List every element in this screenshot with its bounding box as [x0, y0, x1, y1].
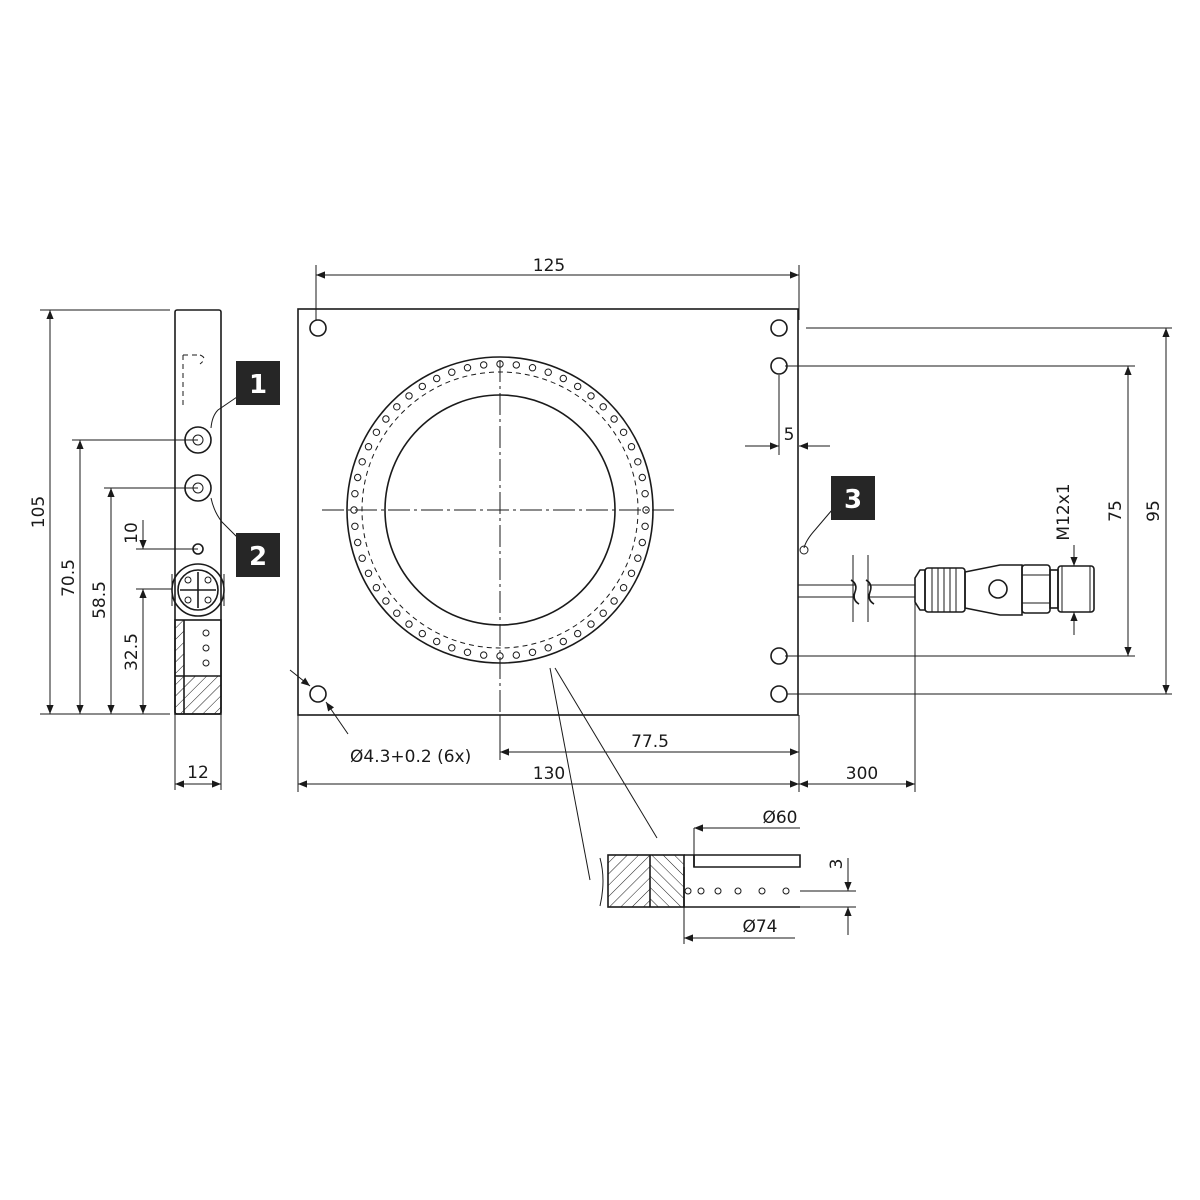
mount-hole-br — [770, 685, 788, 703]
led-dot — [587, 392, 595, 400]
led-dot — [382, 597, 390, 605]
led-dot — [638, 538, 646, 547]
front-view — [289, 308, 1095, 881]
led-dot — [528, 648, 537, 656]
led-dot — [599, 609, 607, 617]
mount-hole-r2 — [770, 357, 788, 375]
led-dot — [364, 443, 373, 451]
led-dot — [372, 428, 381, 436]
led-dot — [358, 554, 366, 562]
led-dot — [627, 569, 636, 577]
led-dot — [480, 651, 488, 659]
callout-3: 3 — [831, 476, 875, 520]
dim-12: 12 — [187, 763, 209, 783]
led-dot — [405, 620, 413, 628]
ring-led-dots — [350, 360, 650, 660]
led-dot — [512, 651, 520, 659]
dim-130: 130 — [533, 764, 565, 784]
led-dot — [619, 428, 628, 436]
led-dot — [364, 569, 373, 577]
led-dot — [382, 415, 390, 423]
dim-d74: Ø74 — [742, 917, 777, 937]
dimension-lines — [40, 265, 1172, 944]
led-dot — [418, 382, 426, 391]
led-dot — [480, 361, 488, 369]
led-dot — [642, 506, 650, 514]
callout-1: 1 — [236, 361, 280, 405]
dim-10: 10 — [122, 522, 142, 544]
mount-hole-tl — [309, 319, 327, 337]
dim-125: 125 — [533, 256, 565, 276]
led-dot — [448, 368, 456, 376]
dim-95: 95 — [1144, 500, 1164, 522]
dim-5: 5 — [784, 425, 795, 445]
front-plate — [297, 308, 799, 716]
led-dot — [351, 522, 359, 530]
dim-32-5: 32.5 — [122, 633, 142, 671]
led-dot — [610, 415, 618, 423]
led-dot — [351, 490, 359, 498]
led-dot — [641, 490, 649, 498]
led-dot — [463, 364, 472, 372]
led-dot — [354, 538, 362, 547]
dim-300: 300 — [846, 764, 878, 784]
led-dot — [634, 458, 642, 466]
led-dot — [544, 644, 552, 652]
mount-hole-tr — [770, 319, 788, 337]
led-dot — [587, 620, 595, 628]
dim-3: 3 — [827, 859, 847, 870]
dim-77-5: 77.5 — [631, 732, 669, 752]
led-dot — [574, 629, 582, 638]
led-dot — [393, 609, 401, 617]
led-dot — [418, 629, 426, 638]
dimension-labels: 125 105 70.5 58.5 10 32.5 12 Ø4.3+0.2 (6… — [29, 256, 1164, 937]
led-dot — [433, 374, 441, 383]
mount-hole-bl — [309, 685, 327, 703]
led-dot — [405, 392, 413, 400]
led-dot — [528, 364, 537, 372]
led-dot — [544, 368, 552, 376]
led-dot — [619, 584, 628, 592]
led-dot — [599, 403, 607, 411]
led-dot — [372, 584, 381, 592]
led-dot — [638, 473, 646, 482]
led-dot — [641, 522, 649, 530]
led-dot — [559, 637, 567, 646]
led-dot — [512, 361, 520, 369]
callout-2: 2 — [236, 533, 280, 577]
led-dot — [358, 458, 366, 466]
mount-hole-r3 — [770, 647, 788, 665]
led-dot — [448, 644, 456, 652]
dim-105: 105 — [29, 496, 49, 528]
led-dot — [610, 597, 618, 605]
callout-1-label: 1 — [249, 370, 267, 400]
cable-connector — [914, 564, 1095, 616]
led-dot — [627, 443, 636, 451]
led-dot — [463, 648, 472, 656]
led-dot — [393, 403, 401, 411]
dim-58-5: 58.5 — [90, 581, 110, 619]
detail-section — [599, 854, 801, 908]
callout-3-label: 3 — [844, 485, 862, 515]
dim-75: 75 — [1106, 500, 1126, 522]
led-dot — [354, 473, 362, 482]
dim-70-5: 70.5 — [59, 559, 79, 597]
dim-hole-spec: Ø4.3+0.2 (6x) — [350, 747, 471, 767]
dim-m12x1: M12x1 — [1054, 483, 1074, 540]
led-dot — [433, 637, 441, 646]
led-dot — [574, 382, 582, 391]
led-dot — [559, 374, 567, 383]
dim-d60: Ø60 — [762, 808, 797, 828]
led-dot — [634, 554, 642, 562]
callout-2-label: 2 — [249, 542, 267, 572]
